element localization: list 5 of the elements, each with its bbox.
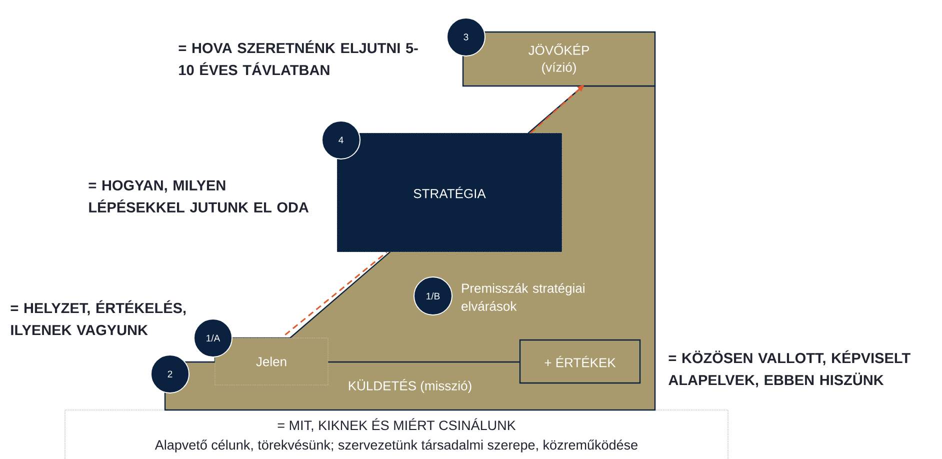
annotation-text: Premisszák stratégiai elvárások [462, 283, 584, 311]
values-box: + ÉRTÉKEK [519, 339, 641, 384]
description-box: = MIT, KIKNEK ÉS MIÉRT CSINÁLUNK Alapvető célunk, törekvésünk; szervezetünk társadalmi szerepe, közreműködése [64, 410, 728, 459]
definition-text: = KÖZÖSEN VALLOTT, KÉPVISELT ALAPELVEK, EBBEN HISZÜNK [668, 350, 910, 388]
definition-text: = HOVA SZERETNÉNK ELJUTNI 5-10 ÉVES TÁVLATBAN [178, 40, 418, 76]
